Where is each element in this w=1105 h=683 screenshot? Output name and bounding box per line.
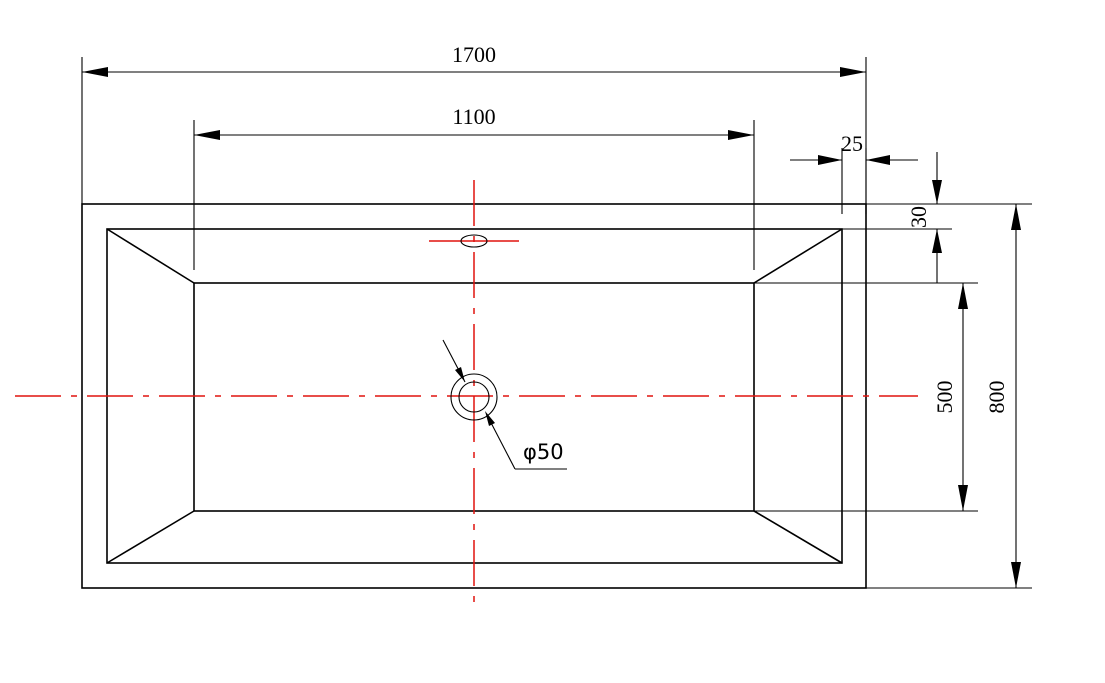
dim-25-label: 25: [841, 131, 863, 156]
centerlines: [15, 180, 918, 612]
dim-1100-label: 1100: [452, 104, 495, 129]
dim-800-label: 800: [984, 381, 1009, 414]
dim-30-label: 30: [906, 206, 931, 228]
drain-diameter-label: φ50: [523, 440, 564, 464]
dim-1100: [193, 120, 755, 270]
dim-800: [866, 204, 1032, 589]
overflow-oval: [460, 234, 488, 248]
dim-25: [790, 148, 918, 214]
dim-30: [842, 152, 1032, 283]
dim-500: [754, 282, 978, 512]
drain-leader: [442, 339, 567, 470]
drain-circle: [450, 373, 498, 421]
dim-500-label: 500: [932, 381, 957, 414]
basin-slope-lines: [106, 228, 843, 564]
dim-1700-label: 1700: [452, 42, 496, 67]
